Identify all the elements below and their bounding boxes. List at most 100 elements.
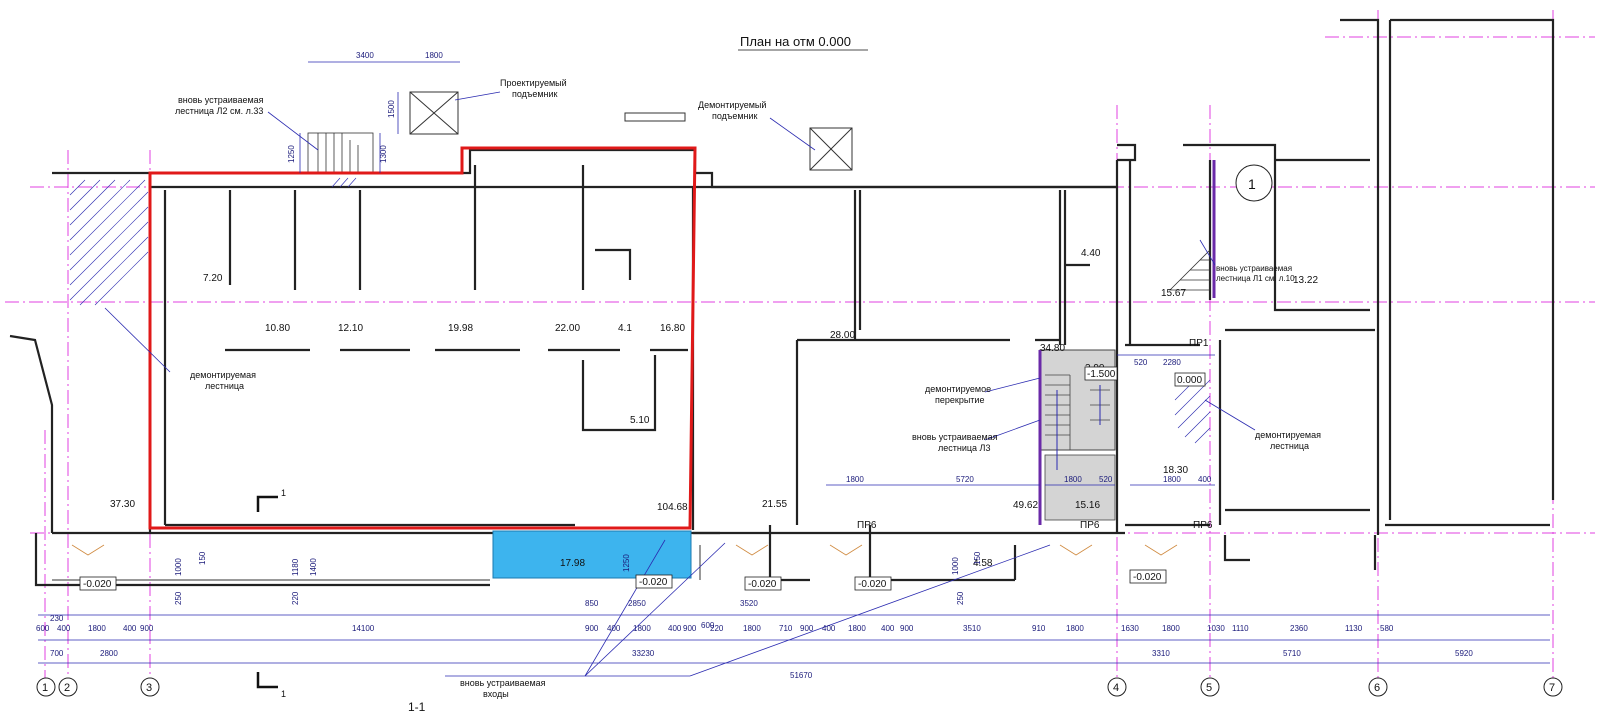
dim-value: 250 [956, 591, 965, 605]
lift-opening-marker [624, 112, 686, 122]
axis-bubbles: 1 2 3 4 5 6 7 [36, 677, 1563, 697]
room-area: 4.40 [1081, 248, 1101, 259]
dim-value: 2360 [1290, 624, 1308, 633]
elevation-mark: -0.020 [83, 579, 112, 590]
section-marks: 1 1 1-1 [256, 488, 426, 714]
dim-value: 1180 [291, 558, 300, 576]
dim-value: 150 [973, 551, 982, 565]
top-dimensions: 3400 1800 1500 1300 1250 [287, 51, 443, 163]
dim-value: 230 [50, 614, 64, 623]
stair-l2-label-2: лестница Л2 см. л.33 [175, 106, 263, 116]
elevation-mark: -0.020 [639, 577, 668, 588]
stair-l3-label-2: лестница Л3 [938, 443, 990, 453]
section-mark-number: 1 [281, 689, 286, 699]
dim-value: 600 [701, 621, 715, 630]
dim-value: 400 [1198, 475, 1212, 484]
room-area: 22.00 [555, 323, 580, 334]
axis-label: 3 [146, 682, 152, 694]
room-area: 19.98 [448, 323, 473, 334]
stair-l3-label: вновь устраиваемая [912, 432, 998, 442]
room-area: 34.80 [1040, 343, 1065, 354]
dim-value: 1800 [743, 624, 761, 633]
dim-value: 400 [57, 624, 71, 633]
callout-number: 1 [1248, 176, 1256, 192]
plan-dimensions: 1800 5720 1800 520 1800 400 520 2280 100… [174, 358, 1212, 605]
stair-l1 [1169, 160, 1216, 298]
slab-remove-label: демонтируемое [925, 384, 991, 394]
dim-value: 1300 [379, 145, 388, 163]
room-area: 15.67 [1161, 288, 1186, 299]
room-area: 12.10 [338, 323, 363, 334]
dim-value: 520 [1099, 475, 1113, 484]
bottom-dimensions-row1: 600 230 400 1800 400 900 14100 850 900 4… [36, 599, 1394, 633]
axis-label: 4 [1113, 682, 1119, 694]
dim-value: 400 [123, 624, 137, 633]
dim-value: 1800 [1064, 475, 1082, 484]
lift-new-label-2: подъемник [512, 89, 558, 99]
room-area: 15.16 [1075, 500, 1100, 511]
dim-value: 1400 [309, 558, 318, 576]
room-area: 16.80 [660, 323, 685, 334]
dim-value: 520 [1134, 358, 1148, 367]
stair-l1-label-2: лестница Л1 см. л.10 [1216, 274, 1295, 283]
dim-value: 580 [1380, 624, 1394, 633]
dim-value: 900 [900, 624, 914, 633]
dim-value: 1800 [88, 624, 106, 633]
room-area: 10.80 [265, 323, 290, 334]
dim-value: 400 [881, 624, 895, 633]
lift-new-label: Проектируемый [500, 78, 567, 88]
lift-new [409, 91, 459, 135]
room-area: 17.98 [560, 558, 585, 569]
dim-value: 400 [822, 624, 836, 633]
annotation-labels: Проектируемый подъемник Демонтируемый по… [175, 78, 1321, 699]
elevation-mark: -0.020 [748, 579, 777, 590]
axis-label: 7 [1549, 682, 1555, 694]
dim-total: 51670 [790, 671, 813, 680]
elevation-mark: -1.500 [1087, 369, 1116, 380]
room-area: 37.30 [110, 499, 135, 510]
plan-title: План на отм 0.000 [740, 34, 851, 49]
dim-value: 1030 [1207, 624, 1225, 633]
elevation-mark: -0.020 [858, 579, 887, 590]
room-area: 21.55 [762, 499, 787, 510]
opening-label: ПР6 [1193, 520, 1213, 531]
dimension-lines [38, 61, 1550, 664]
stair-remove-left-label-2: лестница [205, 381, 244, 391]
lift-remove-label-2: подъемник [712, 111, 758, 121]
dim-value: 3310 [1152, 649, 1170, 658]
dim-value: 1000 [174, 558, 183, 576]
dim-value: 1130 [1345, 624, 1363, 633]
opening-label: ПР6 [1080, 520, 1100, 531]
dim-value: 1800 [1066, 624, 1084, 633]
dim-value: 900 [585, 624, 599, 633]
dim-value: 14100 [352, 624, 375, 633]
stair-l1-label: вновь устраиваемая [1216, 264, 1292, 273]
opening-labels: ПР6 ПР6 ПР6 ПР1 [857, 338, 1213, 531]
dim-value: 1110 [1232, 624, 1249, 633]
dim-value: 1800 [633, 624, 651, 633]
stair-l2-label: вновь устраиваемая [178, 95, 264, 105]
room-area: 28.00 [830, 330, 855, 341]
stair-remove-right-label: демонтируемая [1255, 430, 1321, 440]
room-area: 49.62 [1013, 500, 1038, 511]
dim-value: 5720 [956, 475, 974, 484]
dim-value: 2850 [628, 599, 646, 608]
blue-entrance-area [492, 530, 692, 579]
leader-lines [104, 91, 1256, 677]
axis-label: 6 [1374, 682, 1380, 694]
dim-value: 33230 [632, 649, 655, 658]
section-mark-number: 1 [281, 488, 286, 498]
dim-value: 900 [800, 624, 814, 633]
elevation-marks: -0.020 -0.020 -0.020 -0.020 -0.020 -1.50… [79, 366, 1206, 591]
dim-value: 3520 [740, 599, 758, 608]
dim-value: 150 [198, 551, 207, 565]
room-areas: 7.20 10.80 12.10 19.98 22.00 4.1 16.80 5… [110, 248, 1318, 569]
axis-label: 2 [64, 682, 70, 694]
lift-remove [809, 127, 853, 171]
stair-l2 [307, 132, 374, 174]
dim-value: 1800 [425, 51, 443, 60]
room-area: 18.30 [1163, 465, 1188, 476]
entrances-label: вновь устраиваемая [460, 678, 546, 688]
entrances-label-2: входы [483, 689, 509, 699]
dim-value: 900 [140, 624, 154, 633]
